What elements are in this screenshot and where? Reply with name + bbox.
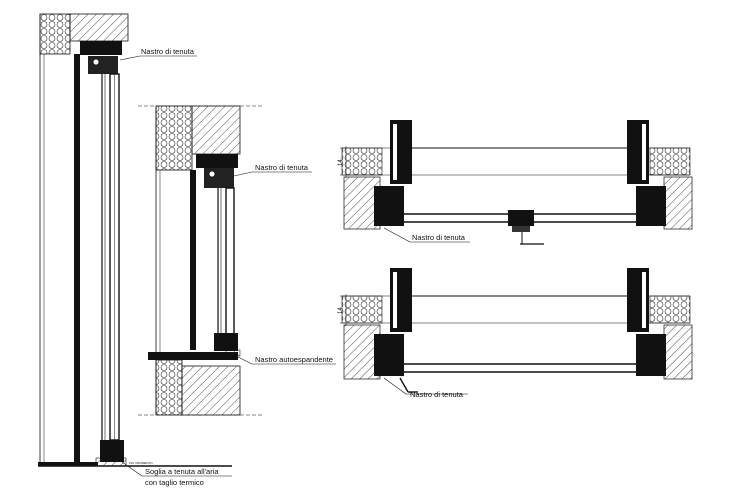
label-nastro-autoespandente: Nastro autoespandente — [255, 355, 333, 364]
label-nastro-tenuta-3: Nastro di tenuta — [412, 233, 466, 242]
middle-glass-pane — [225, 187, 235, 336]
label-nastro-tenuta-2: Nastro di tenuta — [255, 163, 309, 172]
middle-wall-insulation-bottom — [155, 359, 183, 416]
plan-upper: 14 — [338, 120, 693, 245]
middle-wall-insulation-top — [155, 105, 193, 171]
callout-nastro-tenuta-1: Nastro di tenuta — [119, 47, 197, 61]
middle-sill-board — [148, 352, 238, 360]
callout-nastro-tenuta-3: Nastro di tenuta — [383, 227, 470, 243]
left-head-gasket — [88, 56, 118, 74]
middle-sill-hatched — [181, 365, 241, 416]
plan-upper-dimension: 14 — [338, 159, 344, 166]
plan-upper-handle — [508, 210, 534, 226]
plan-lower: 14 — [338, 268, 693, 393]
callout-nastro-tenuta-4: Nastro di tenuta — [383, 377, 468, 399]
left-wall-insulation — [39, 13, 71, 55]
left-floor-slab — [38, 462, 98, 466]
floor-tag: FIN. PAVIMENTO — [129, 461, 153, 465]
label-nastro-tenuta-4: Nastro di tenuta — [410, 390, 464, 399]
callout-soglia: Soglia a tenuta all'aria con taglio term… — [121, 461, 232, 487]
middle-vertical-section — [138, 105, 262, 416]
left-lintel-hatched — [69, 13, 129, 42]
label-nastro-tenuta-1: Nastro di tenuta — [141, 47, 195, 56]
callout-nastro-autoespandente: Nastro autoespandente — [235, 355, 336, 365]
label-soglia-line2: con taglio termico — [145, 478, 204, 487]
middle-head-profile — [196, 154, 238, 168]
middle-lintel-hatched — [191, 105, 241, 155]
left-head-profile — [80, 41, 122, 55]
label-soglia-line1: Soglia a tenuta all'aria — [145, 467, 219, 476]
plan-lower-dimension: 14 — [338, 307, 344, 314]
left-frame-outer — [74, 54, 80, 466]
left-vertical-section: FIN. PAVIMENTO — [38, 13, 232, 467]
left-bottom-profile — [100, 440, 124, 462]
left-threshold — [95, 457, 127, 467]
callout-nastro-tenuta-2: Nastro di tenuta — [233, 163, 312, 177]
